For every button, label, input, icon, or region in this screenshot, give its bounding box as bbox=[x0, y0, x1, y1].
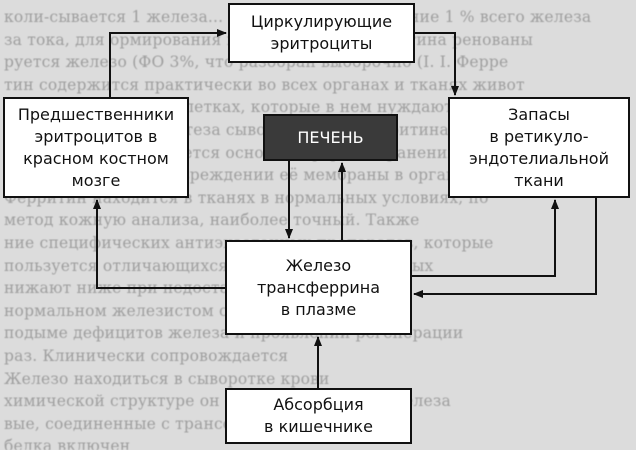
node-label: Железо bbox=[285, 255, 352, 275]
node-reticuloendothelial-stores: Запасы в ретикуло- эндотелиальной ткани bbox=[448, 97, 630, 198]
node-label: ткани bbox=[514, 170, 564, 190]
node-liver: ПЕЧЕНЬ bbox=[263, 114, 398, 161]
arrow-iron-to-stores bbox=[412, 199, 559, 277]
node-plasma-transferrin-iron: Железо трансферрина в плазме bbox=[225, 240, 412, 335]
node-label: ПЕЧЕНЬ bbox=[297, 127, 364, 147]
arrow-precursors-to-circulating bbox=[109, 29, 227, 97]
arrow-circulating-to-stores bbox=[415, 32, 459, 96]
node-label: эритроциты bbox=[270, 34, 373, 53]
node-circulating-erythrocytes: Циркулирующие эритроциты bbox=[228, 3, 415, 63]
node-label: трансферрина bbox=[256, 277, 381, 297]
node-label: в кишечнике bbox=[264, 417, 373, 436]
arrow-stores-to-iron bbox=[413, 198, 597, 298]
node-erythrocyte-precursors: Предшественники эритроцитов в красном ко… bbox=[3, 97, 189, 198]
arrow-iron-to-precursors bbox=[93, 199, 225, 289]
node-label: Циркулирующие bbox=[250, 12, 393, 31]
node-label: мозге bbox=[71, 170, 121, 190]
background-text-line: метод кожную анализа, наиболее точный. Т… bbox=[4, 211, 420, 230]
background-text-line: раз. Клинически сопровождается bbox=[4, 346, 289, 365]
background-text-line: Железо находиться в сыворотке крови bbox=[4, 369, 330, 388]
node-label: в плазме bbox=[280, 299, 357, 319]
node-label: Запасы bbox=[508, 104, 570, 124]
node-label: в ретикуло- bbox=[489, 126, 589, 146]
node-label: Абсорбция bbox=[273, 395, 364, 414]
node-label: красном костном bbox=[23, 148, 169, 168]
background-text-line: белка включен bbox=[4, 437, 131, 450]
node-label: эндотелиальной bbox=[469, 148, 609, 168]
node-label: Предшественники bbox=[17, 104, 175, 124]
background-text-line: тин содержится практически во всех орган… bbox=[4, 75, 525, 94]
node-intestinal-absorption: Абсорбция в кишечнике bbox=[225, 388, 412, 444]
node-label: эритроцитов в bbox=[34, 126, 158, 146]
